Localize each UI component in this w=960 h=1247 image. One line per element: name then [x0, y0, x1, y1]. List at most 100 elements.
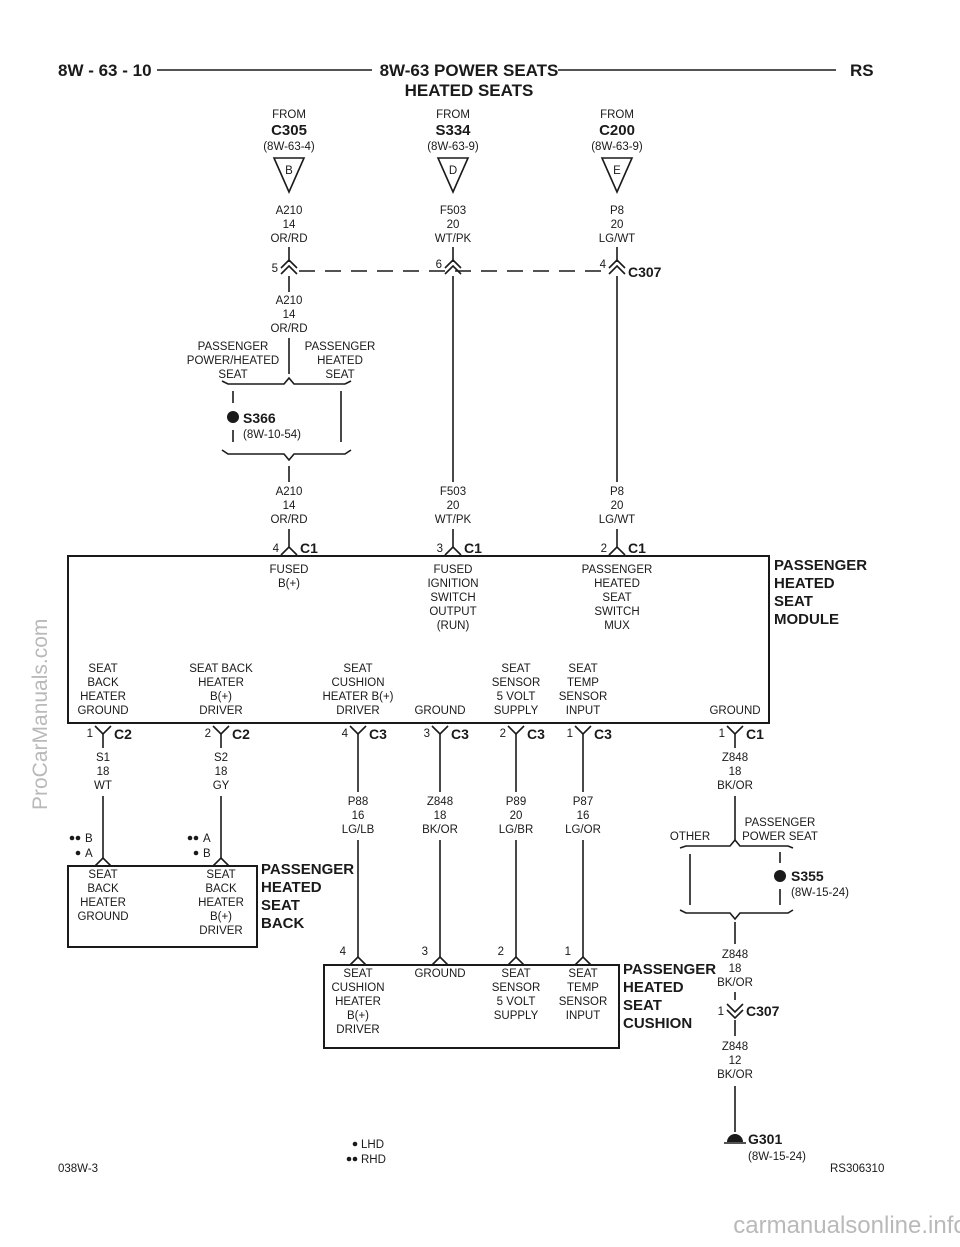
page-title-line1: 8W-63 POWER SEATS	[380, 61, 559, 80]
wire-gauge: 14	[283, 500, 296, 512]
source-s334: FROM S334 (8W-63-9) D	[427, 109, 479, 194]
module-bottom-label-sensor-supply: SEAT SENSOR 5 VOLT SUPPLY	[492, 663, 541, 717]
pin-number: 4	[342, 728, 349, 740]
module-pin-fused-bplus: 4 C1 FUSED B(+)	[270, 529, 318, 590]
s355-bottom-bracket	[679, 909, 794, 921]
wire-circuit: S1	[96, 752, 110, 764]
watermark-bottom: carmanualsonline.info	[733, 1212, 960, 1239]
seat-back-left-pin-rhd: B	[85, 833, 93, 845]
wire-color: LG/WT	[599, 233, 635, 245]
seat-back-right-label-4: B(+)	[210, 911, 232, 923]
cushion-label-4-1: SEAT	[343, 968, 372, 980]
source-pin: B	[285, 165, 293, 177]
pin-label-5: MUX	[604, 620, 630, 632]
pin-connector: C1	[464, 540, 482, 556]
cushion-pin-1: 1	[565, 946, 592, 966]
cushion-label-1-4: INPUT	[566, 1010, 601, 1022]
s355-branch-right-2: POWER SEAT	[742, 831, 818, 843]
c307-pin-a210: 5	[272, 263, 278, 275]
cushion-label-1-2: TEMP	[567, 982, 599, 994]
pin-number: 1	[567, 728, 573, 740]
wire-circuit: S2	[214, 752, 228, 764]
s366-branch-left-1: PASSENGER	[198, 341, 269, 353]
wire-circuit: P89	[506, 796, 526, 808]
module-name-3: SEAT	[774, 593, 813, 610]
wire-gauge: 18	[97, 766, 110, 778]
wire-label-a210-mid: A210 14 OR/RD	[270, 295, 307, 335]
pin-label-2: IGNITION	[427, 578, 478, 590]
s366-ref: (8W-10-54)	[243, 429, 301, 441]
ground-icon	[727, 1134, 743, 1142]
seat-back-right-label-2: BACK	[205, 883, 237, 895]
source-connector: C305	[271, 122, 307, 139]
s355-ref: (8W-15-24)	[791, 887, 849, 899]
pin-label-1: FUSED	[270, 564, 309, 576]
module-name-4: MODULE	[774, 611, 839, 628]
seat-back-left-pins: B A	[69, 833, 112, 867]
s366-branch-left-3: SEAT	[218, 369, 247, 381]
wire-label-p88: P88 16 LG/LB	[342, 796, 375, 836]
cushion-label-3-1: GROUND	[414, 968, 465, 980]
pin-number: 2	[498, 946, 504, 958]
cushion-pin-3: 3	[422, 946, 449, 966]
module-box	[67, 555, 770, 724]
module-bottom-label-ground-c1: GROUND	[709, 705, 760, 717]
cushion-label-1-3: SENSOR	[559, 996, 608, 1008]
pin-label-4: SUPPLY	[494, 705, 539, 717]
wire-circuit: P88	[348, 796, 368, 808]
module-pin-c3-4: 4 C3	[342, 725, 387, 742]
footer-left-code: 038W-3	[58, 1163, 98, 1175]
g301-ref: (8W-15-24)	[748, 1151, 806, 1163]
pin-connector: C1	[628, 540, 646, 556]
module-pin-c2-2: 2 C2	[205, 725, 250, 742]
wire-color: WT/PK	[435, 233, 472, 245]
pin-label-4: DRIVER	[199, 705, 242, 717]
wire-circuit: A210	[276, 295, 303, 307]
pin-number: 1	[719, 728, 725, 740]
legend-lhd: LHD	[361, 1139, 384, 1151]
wire-color: BK/OR	[717, 780, 753, 792]
s355-top-bracket	[679, 838, 794, 849]
pin-label-2: HEATED	[594, 578, 640, 590]
seat-back-left-label-2: BACK	[87, 883, 119, 895]
source-ref: (8W-63-9)	[427, 141, 479, 153]
module-pin-c3-3: 3 C3	[424, 725, 469, 742]
s366-name: S366	[243, 410, 276, 426]
pin-connector: C1	[300, 540, 318, 556]
pin-label-3: HEATER B(+)	[322, 691, 393, 703]
page-title-line2: HEATED SEATS	[405, 81, 534, 100]
wire-gauge: 16	[352, 810, 365, 822]
pin-label-4: INPUT	[566, 705, 601, 717]
source-c305: FROM C305 (8W-63-4) B	[263, 109, 315, 194]
wire-color: OR/RD	[270, 323, 307, 335]
module-pin-fused-ignition: 3 C1 FUSED IGNITION SWITCH OUTPUT (RUN)	[427, 529, 482, 632]
s355-branch-right-1: PASSENGER	[745, 817, 816, 829]
source-pin: E	[613, 165, 621, 177]
s366-branch-right-2: HEATED	[317, 355, 363, 367]
c307-ground-name: C307	[746, 1003, 780, 1019]
pin-number: 3	[437, 543, 443, 555]
passenger-heated-seat-cushion: 4 3 2 1 SEAT CUSHION HEATER B(+) DRIVER …	[323, 946, 716, 1049]
cushion-label-2-1: SEAT	[501, 968, 530, 980]
cushion-label-2-4: SUPPLY	[494, 1010, 539, 1022]
pin-label-2: HEATER	[198, 677, 244, 689]
cushion-label-2-3: 5 VOLT	[497, 996, 536, 1008]
wire-gauge: 18	[434, 810, 447, 822]
pin-label-3: SWITCH	[430, 592, 475, 604]
pin-number: 1	[565, 946, 571, 958]
source-pin-triangle	[436, 157, 470, 194]
pin-connector: C3	[594, 726, 612, 742]
pin-number: 3	[424, 728, 430, 740]
s366-bottom-bracket	[221, 449, 352, 462]
wire-circuit: Z848	[427, 796, 453, 808]
wire-color: BK/OR	[717, 1069, 753, 1081]
module-bottom-label-ground-c3: GROUND	[414, 705, 465, 717]
pin-number: 2	[500, 728, 506, 740]
c307-pin-f503: 6	[436, 259, 442, 271]
wire-label-z848-s355: Z848 18 BK/OR	[717, 949, 753, 989]
wire-circuit: Z848	[722, 1041, 748, 1053]
cushion-label-4-3: HEATER	[335, 996, 381, 1008]
wire-label-p87: P87 16 LG/OR	[565, 796, 601, 836]
source-c200: FROM C200 (8W-63-9) E	[591, 109, 643, 194]
passenger-heated-seat-module: 4 C1 FUSED B(+) 3 C1 FUSED IGNITION SWIT…	[67, 529, 867, 742]
